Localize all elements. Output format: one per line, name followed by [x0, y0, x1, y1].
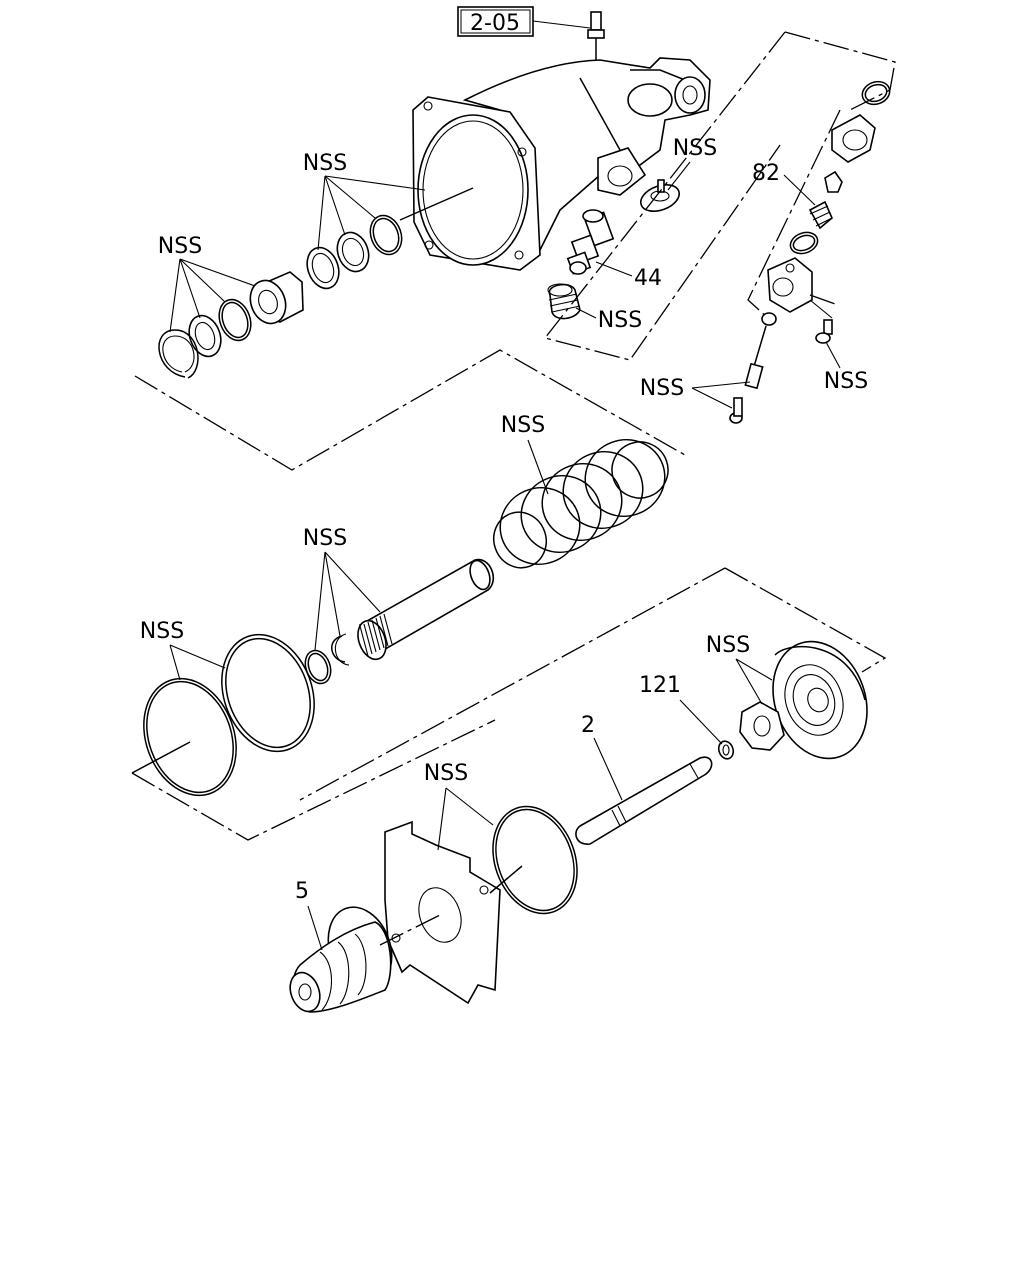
assembly-boundary	[747, 109, 841, 319]
nss-label: NSS	[640, 376, 684, 401]
part-44-label: 44	[634, 266, 662, 291]
nss-label: NSS	[824, 369, 868, 394]
spring[interactable]	[808, 200, 833, 230]
nss-label: NSS	[140, 619, 184, 644]
o-ring[interactable]	[365, 211, 407, 259]
leader-line	[532, 20, 591, 29]
part-82-label: 82	[752, 161, 780, 186]
valve-poppet[interactable]	[824, 170, 843, 193]
nss-label: NSS	[158, 234, 202, 259]
rubber-boot[interactable]	[285, 898, 403, 1015]
leader-line	[575, 307, 597, 319]
nss-label: NSS	[598, 308, 642, 333]
leader-line	[667, 161, 691, 191]
seal-ring[interactable]	[332, 228, 374, 276]
nss-label: NSS	[303, 151, 347, 176]
leader-line	[679, 699, 723, 745]
end-plate[interactable]	[757, 628, 883, 772]
gasket-ring[interactable]	[479, 795, 592, 926]
assembly-boundary	[379, 914, 441, 946]
leader-line	[169, 644, 226, 681]
valve-seat[interactable]	[637, 179, 683, 216]
bolt[interactable]	[815, 319, 833, 344]
snap-ring[interactable]	[158, 329, 199, 379]
leader-line	[825, 341, 841, 369]
o-ring[interactable]	[214, 295, 257, 345]
nss-label: NSS	[424, 761, 468, 786]
valve-body[interactable]	[566, 209, 615, 275]
piston[interactable]	[245, 271, 304, 328]
leader-line	[437, 787, 494, 851]
leader-line	[489, 865, 523, 894]
o-ring[interactable]	[859, 78, 893, 108]
nss-label: NSS	[706, 633, 750, 658]
leader-line	[131, 741, 191, 774]
leader-line	[314, 551, 381, 651]
leader-line	[527, 439, 549, 495]
nss-label: NSS	[673, 136, 717, 161]
valve-cap[interactable]	[831, 114, 876, 163]
snap-ring[interactable]	[331, 633, 350, 666]
main-spring[interactable]	[486, 429, 676, 576]
part-2-label: 2	[581, 713, 595, 738]
leader-line	[317, 175, 426, 251]
mounting-plate[interactable]	[384, 820, 501, 1005]
leader-line	[783, 174, 816, 206]
leader-line	[169, 258, 256, 333]
valve-housing[interactable]	[767, 257, 813, 313]
nss-label: NSS	[501, 413, 545, 438]
assembly-boundary	[131, 567, 887, 841]
spring[interactable]	[547, 283, 581, 320]
part-121-label: 121	[639, 673, 681, 698]
nss-label: NSS	[303, 526, 347, 551]
push-rod[interactable]	[575, 756, 713, 845]
leader-line	[809, 299, 833, 319]
washer[interactable]	[716, 739, 735, 761]
reference-box[interactable]: 2-05	[457, 6, 534, 37]
nut[interactable]	[739, 701, 785, 751]
diaphragm-ring[interactable]	[128, 666, 252, 809]
assembly-boundary	[134, 349, 686, 471]
o-ring[interactable]	[787, 229, 820, 257]
diaphragm-ring[interactable]	[206, 622, 330, 765]
leader-line	[595, 261, 633, 277]
main-housing[interactable]	[412, 11, 711, 271]
bolt[interactable]	[744, 312, 777, 390]
reference-box-label: 2-05	[470, 11, 520, 36]
push-rod-tube[interactable]	[353, 558, 494, 663]
leader-line	[593, 737, 623, 801]
seal-ring[interactable]	[184, 311, 227, 361]
part-5-label: 5	[295, 879, 309, 904]
leader-line	[307, 905, 323, 951]
leader-line	[399, 187, 474, 221]
leader-line	[691, 381, 751, 409]
seal-ring[interactable]	[302, 243, 345, 293]
bolt[interactable]	[729, 397, 743, 424]
leader-line	[735, 658, 773, 705]
